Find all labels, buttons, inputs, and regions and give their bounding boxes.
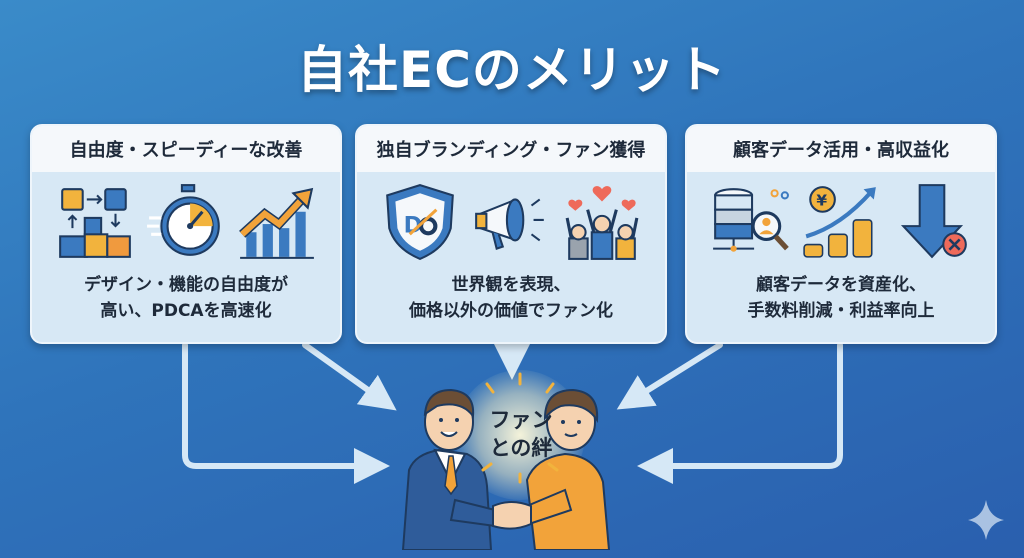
puzzle-icon	[59, 188, 132, 258]
merit-card-branding: 独自ブランディング・ファン獲得 D	[355, 124, 667, 344]
merit-card-freedom: 自由度・スピーディーな改善	[30, 124, 342, 344]
sparkle-icon	[968, 500, 1004, 540]
handshake-figures-icon	[401, 372, 611, 550]
card-heading: 自由度・スピーディーな改善	[32, 126, 340, 172]
description-line: 高い、PDCAを高速化	[100, 301, 272, 321]
card-heading: 独自ブランディング・ファン獲得	[357, 126, 665, 172]
svg-text:D: D	[404, 212, 423, 238]
brand-shield-icon: D	[386, 184, 455, 261]
description-line: デザイン・機能の自由度が	[84, 275, 288, 295]
cheering-fans-icon	[565, 186, 638, 260]
card-icons: ¥	[687, 172, 995, 272]
page-title: 自社ECのメリット	[297, 41, 727, 99]
card-description: デザイン・機能の自由度が 高い、PDCAを高速化	[32, 272, 340, 324]
label-line: ファン	[489, 408, 553, 432]
card-icons	[32, 172, 340, 272]
customer-database-icon	[713, 188, 790, 252]
handshake-illustration: ファン との絆	[395, 370, 635, 550]
merit-card-customer-data: 顧客データ活用・高収益化 ¥	[685, 124, 997, 344]
growth-chart-icon	[238, 187, 314, 259]
description-line: 世界観を表現、	[451, 275, 571, 295]
label-line: との絆	[489, 436, 553, 460]
card-icons: D	[357, 172, 665, 272]
card-description: 顧客データを資産化、 手数料削減・利益率向上	[687, 272, 995, 324]
megaphone-icon	[475, 198, 544, 250]
yen-coins-growth-icon: ¥	[803, 186, 876, 258]
card-description: 世界観を表現、 価格以外の価値でファン化	[357, 272, 665, 324]
description-line: 価格以外の価値でファン化	[409, 301, 613, 321]
stopwatch-icon	[147, 184, 220, 256]
description-line: 手数料削減・利益率向上	[747, 301, 935, 321]
fan-bond-label: ファン との絆	[473, 406, 569, 462]
card-heading: 顧客データ活用・高収益化	[687, 126, 995, 172]
description-line: 顧客データを資産化、	[756, 275, 926, 295]
svg-text:¥: ¥	[816, 192, 827, 210]
cost-down-icon	[900, 184, 967, 259]
